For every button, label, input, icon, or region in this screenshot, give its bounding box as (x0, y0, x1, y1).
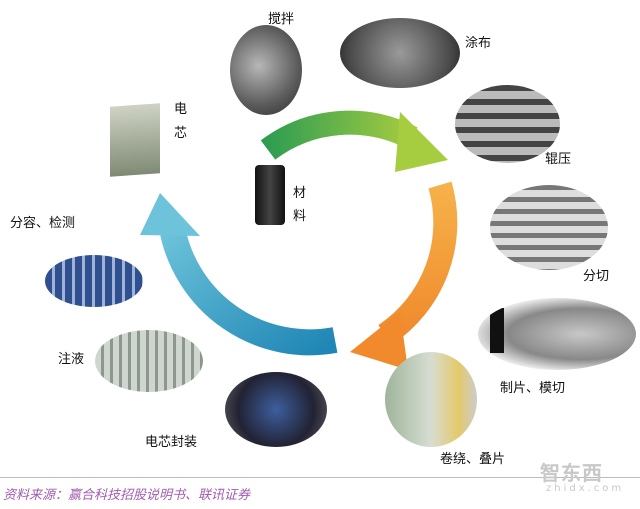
divider (0, 477, 640, 478)
rolling-photo (455, 85, 560, 163)
blue-arrow (159, 225, 338, 356)
formation-photo (45, 255, 143, 307)
label-rolling: 辊压 (545, 152, 572, 167)
label-material-2: 料 (293, 209, 307, 224)
label-cell-1: 电 (174, 102, 188, 117)
watermark-url: zhidx.com (546, 483, 625, 494)
label-coating: 涂布 (465, 36, 492, 51)
label-slitting: 分切 (583, 269, 610, 284)
winding-photo (385, 352, 477, 447)
injection-photo (95, 330, 203, 392)
orange-arrow (378, 181, 458, 345)
label-material-1: 材 (293, 186, 307, 201)
source-note: 资料来源：赢合科技招股说明书、联讯证券 (3, 488, 251, 503)
orange-arrowhead (350, 312, 408, 370)
label-winding: 卷绕、叠片 (440, 452, 506, 467)
label-formation: 分容、检测 (10, 216, 76, 231)
watermark-logo: 智东西 (540, 461, 603, 485)
material-photo (255, 165, 285, 225)
die-cutting-photo (478, 298, 636, 370)
label-cell-2: 芯 (174, 126, 188, 141)
green-arrow (260, 110, 418, 160)
cell-photo (110, 103, 160, 177)
label-packaging: 电芯封装 (145, 435, 198, 450)
packaging-photo (225, 372, 327, 447)
blue-arrowhead (140, 193, 200, 236)
slitting-photo (490, 185, 608, 270)
mixing-photo (230, 25, 302, 115)
label-mixing: 搅拌 (268, 12, 295, 27)
label-die-cutting: 制片、模切 (500, 381, 566, 396)
green-arrowhead (395, 112, 448, 172)
coating-photo (340, 18, 460, 88)
label-injection: 注液 (58, 352, 85, 367)
